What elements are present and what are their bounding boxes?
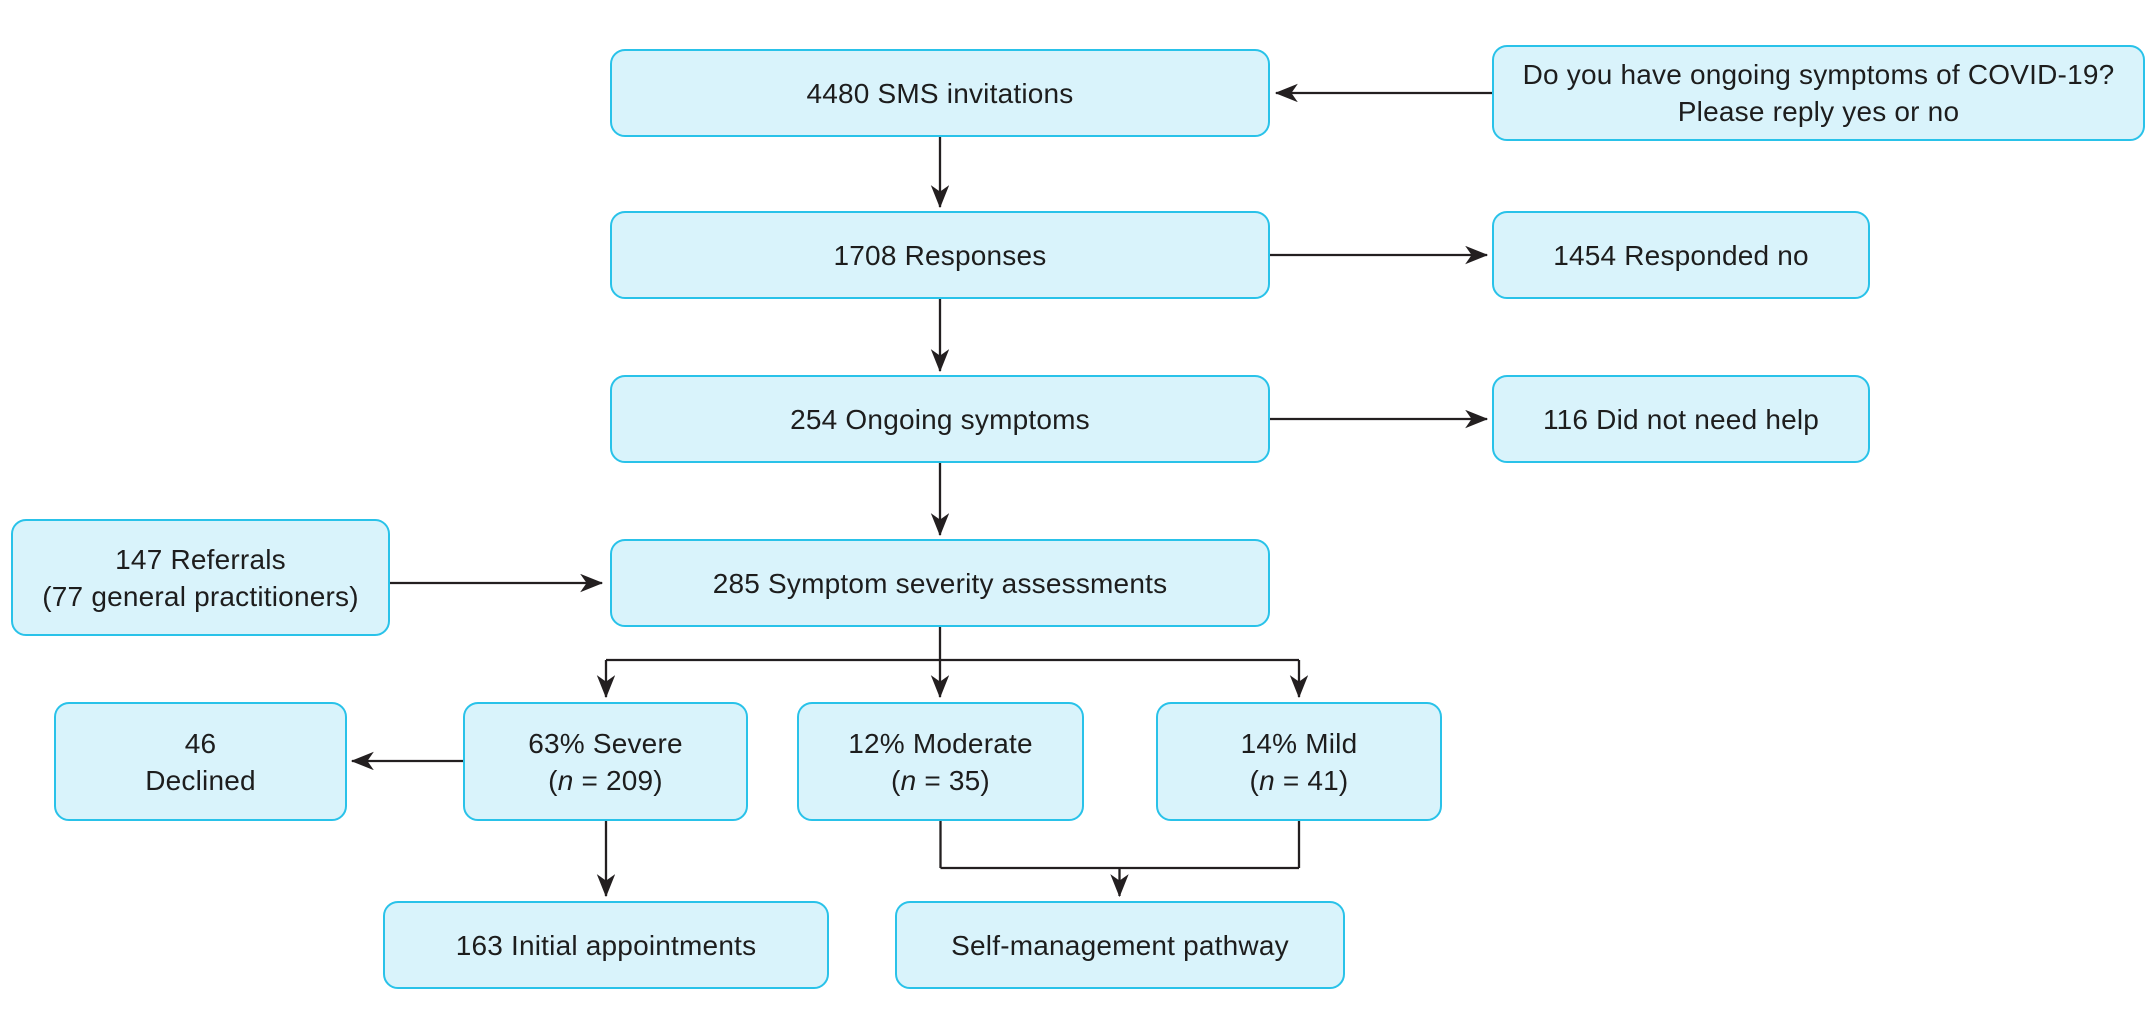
box-sms-question-line1: Do you have ongoing symptoms of COVID-19…	[1522, 59, 2115, 90]
severe-n-symbol: n	[557, 764, 574, 796]
box-declined-line2: Declined	[145, 764, 256, 796]
box-declined: 46 Declined	[54, 702, 347, 821]
box-ongoing-symptoms: 254 Ongoing symptoms	[610, 375, 1270, 463]
box-referrals: 147 Referrals (77 general practitioners)	[11, 519, 390, 636]
box-referrals-line2: (77 general practitioners)	[42, 580, 359, 612]
box-responded-no-label: 1454 Responded no	[1553, 239, 1809, 271]
box-self-management-pathway: Self-management pathway	[895, 901, 1345, 989]
box-responses: 1708 Responses	[610, 211, 1270, 299]
box-initial-appointments-label: 163 Initial appointments	[455, 929, 757, 961]
box-referrals-line1: 147 Referrals	[115, 543, 286, 575]
box-moderate-line1: 12% Moderate	[848, 727, 1033, 759]
box-severe: 63% Severe (n = 209)	[463, 702, 748, 821]
box-sms-invitations-label: 4480 SMS invitations	[806, 77, 1074, 109]
box-severity-assessments: 285 Symptom severity assessments	[610, 539, 1270, 627]
mild-n-symbol: n	[1259, 764, 1275, 796]
box-declined-line1: 46	[184, 727, 217, 759]
box-initial-appointments: 163 Initial appointments	[383, 901, 829, 989]
box-responded-no: 1454 Responded no	[1492, 211, 1870, 299]
box-did-not-need-help-label: 116 Did not need help	[1542, 403, 1820, 435]
box-mild-line1: 14% Mild	[1240, 727, 1358, 759]
box-severe-line1: 63% Severe	[528, 727, 683, 759]
box-mild: 14% Mild (n = 41)	[1156, 702, 1442, 821]
box-ongoing-symptoms-label: 254 Ongoing symptoms	[790, 403, 1090, 435]
box-mild-n: (n = 41)	[1249, 764, 1349, 796]
moderate-n-symbol: n	[900, 764, 917, 796]
box-self-management-pathway-label: Self-management pathway	[951, 929, 1289, 961]
box-responses-label: 1708 Responses	[833, 239, 1047, 271]
box-sms-invitations: 4480 SMS invitations	[610, 49, 1270, 137]
box-severity-assessments-label: 285 Symptom severity assessments	[712, 567, 1168, 599]
box-sms-question: Do you have ongoing symptoms of COVID-19…	[1492, 45, 2145, 141]
box-severe-n: (n = 209)	[548, 764, 663, 796]
box-moderate: 12% Moderate (n = 35)	[797, 702, 1084, 821]
box-did-not-need-help: 116 Did not need help	[1492, 375, 1870, 463]
box-moderate-n: (n = 35)	[891, 764, 990, 796]
box-sms-question-line2: Please reply yes or no	[1677, 96, 1960, 127]
